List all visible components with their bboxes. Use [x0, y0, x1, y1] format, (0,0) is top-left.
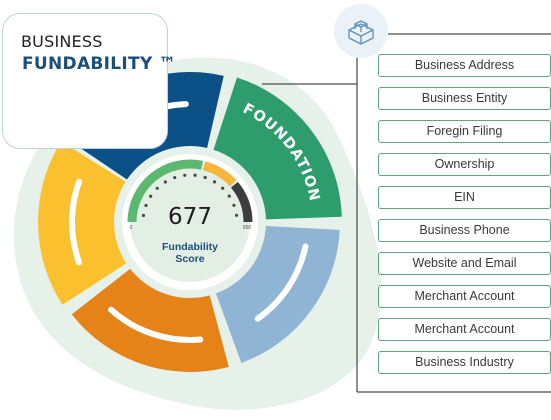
gauge-dot	[221, 186, 225, 190]
gauge-dot	[234, 213, 239, 217]
gauge-arc-dark	[230, 181, 253, 223]
wheel-arc-yellow	[69, 178, 83, 266]
gauge-dot	[212, 180, 217, 184]
score-label-line2: Score	[175, 253, 204, 265]
gauge-arc-orange	[202, 161, 237, 187]
score-label-line1: Fundability	[162, 241, 218, 253]
gauge-dot	[227, 194, 231, 198]
list-item-ein: EIN	[378, 186, 551, 209]
wheel-arc-orange	[108, 306, 204, 343]
title-card	[2, 13, 168, 149]
gauge-dot	[149, 194, 153, 198]
list-item-business-entity: Business Entity	[378, 87, 551, 110]
list-item-business-phone: Business Phone	[378, 219, 551, 242]
wheel-segment-orange	[71, 268, 229, 373]
list-item-foreign-filing: Foregin Filing	[378, 120, 551, 143]
title-business: BUSINESS	[21, 32, 103, 51]
gauge-dot	[183, 173, 187, 177]
list-item-merchant-account-2: Merchant Account	[378, 318, 551, 341]
wheel-segment-light-blue	[215, 225, 340, 363]
gauge-dot	[173, 175, 177, 180]
wheel-arc-light-blue	[254, 243, 309, 322]
gauge-dot	[193, 173, 197, 177]
list-item-business-industry: Business Industry	[378, 351, 551, 374]
score-inner-circle	[130, 162, 250, 282]
gauge-dot	[155, 186, 159, 190]
gauge-dot	[232, 203, 236, 207]
list-item-business-address: Business Address	[378, 54, 551, 77]
score-max-label: 850	[243, 225, 252, 231]
wheel-segment-yellow	[37, 141, 127, 305]
gauge-dot	[163, 180, 167, 184]
gauge-arc-green	[127, 159, 203, 223]
list-item-merchant-account-1: Merchant Account	[378, 285, 551, 308]
gauge-dot	[144, 203, 148, 208]
list-item-website-email: Website and Email	[378, 252, 551, 275]
list-item-ownership: Ownership	[378, 153, 551, 176]
gauge-dot	[141, 213, 146, 218]
gauge-dot	[203, 175, 207, 180]
score-min-label: 0	[130, 225, 133, 231]
title-fundability: FUNDABILITY ™	[22, 54, 177, 74]
score-value: 677	[168, 204, 212, 230]
building-blocks-icon	[334, 4, 388, 58]
gauge-dots	[141, 173, 239, 218]
wheel-segment-foundation	[213, 77, 342, 220]
